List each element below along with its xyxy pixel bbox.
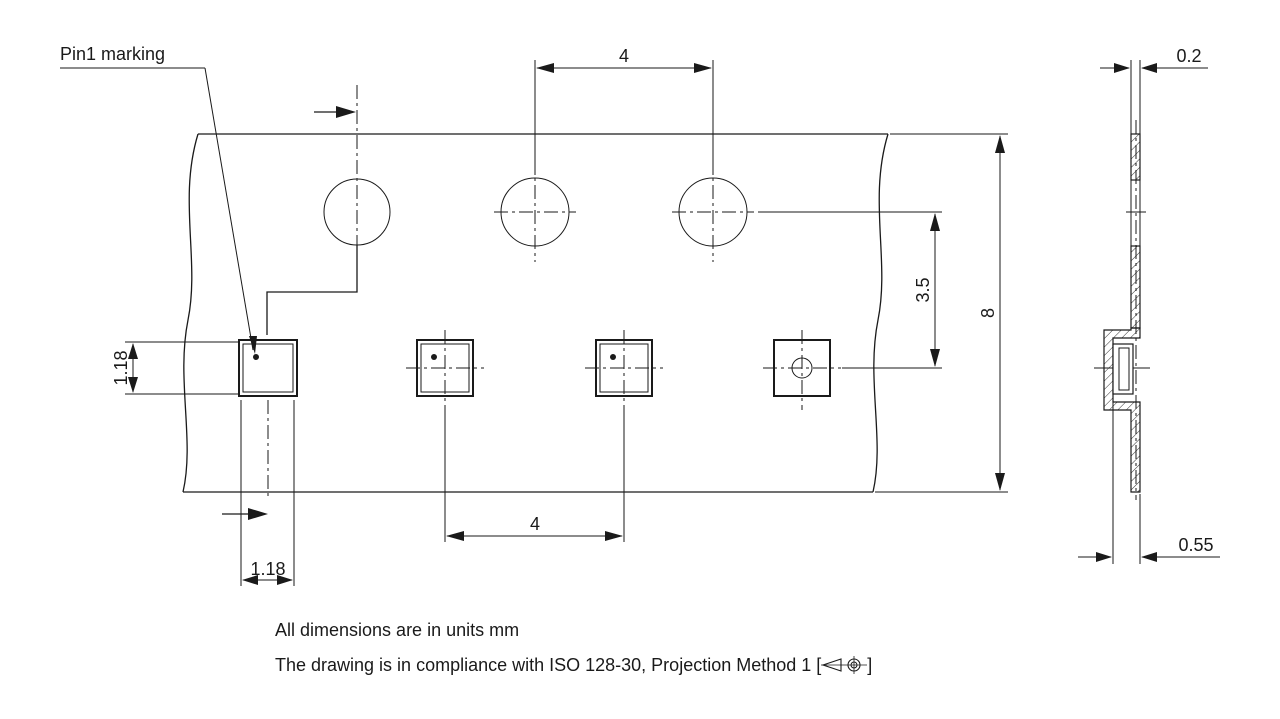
dim-pocket-depth: 0.55 (1078, 402, 1220, 564)
pin1-dot (610, 354, 616, 360)
pin1-dot (253, 354, 259, 360)
pin1-label: Pin1 marking (60, 44, 165, 64)
dim-hole-to-pocket-value: 3.5 (913, 277, 933, 302)
dim-pocket-pitch-value: 4 (530, 514, 540, 534)
pin1-leader: Pin1 marking (60, 44, 257, 354)
sprocket-hole-2 (494, 160, 576, 262)
dim-hole-to-pocket: 3.5 (758, 211, 942, 369)
section-line (222, 106, 358, 520)
dim-pocket-width-value: 1.18 (250, 559, 285, 579)
sprocket-hole-3 (672, 160, 754, 262)
sprocket-hole-1 (323, 85, 391, 260)
standard-note-text: The drawing is in compliance with ISO 12… (275, 655, 822, 675)
standard-note: The drawing is in compliance with ISO 12… (275, 655, 872, 676)
pin1-dot (431, 354, 437, 360)
standard-note-close: ] (867, 655, 873, 675)
dim-tape-thickness: 0.2 (1100, 46, 1208, 134)
pocket-3 (585, 330, 663, 410)
pocket-1 (238, 339, 298, 500)
dim-pocket-height: 1.18 (111, 341, 240, 395)
dim-tape-width: 8 (875, 133, 1008, 493)
section-view (1094, 120, 1150, 500)
dim-tape-thickness-value: 0.2 (1176, 46, 1201, 66)
dim-sprocket-pitch: 4 (534, 46, 714, 175)
dim-pocket-height-value: 1.18 (111, 350, 131, 385)
pocket-4-empty (763, 330, 841, 410)
units-note: All dimensions are in units mm (275, 620, 520, 640)
dim-pocket-depth-value: 0.55 (1178, 535, 1213, 555)
tape-outline (182, 133, 889, 493)
dim-sprocket-pitch-value: 4 (619, 46, 629, 66)
dim-pocket-pitch: 4 (444, 410, 625, 542)
dim-tape-width-value: 8 (978, 308, 998, 318)
pocket-2 (406, 330, 484, 410)
first-angle-projection-icon (821, 656, 868, 674)
dim-pocket-width: 1.18 (240, 400, 295, 586)
